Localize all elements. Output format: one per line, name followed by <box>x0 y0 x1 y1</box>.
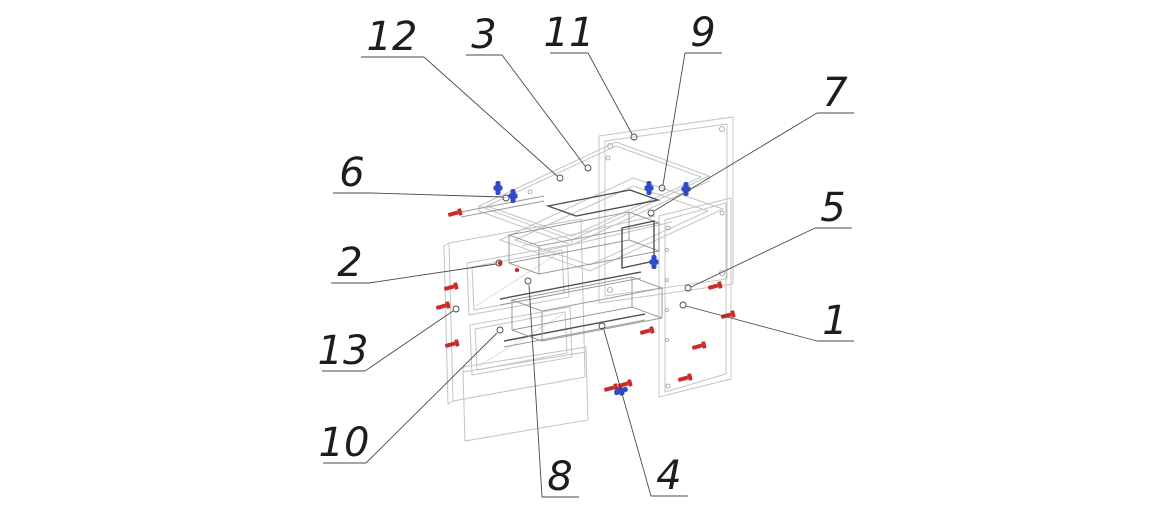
part-label: 13 <box>318 328 369 374</box>
leader-terminator <box>524 277 532 285</box>
screw-icon <box>677 373 693 384</box>
screw-icon <box>435 301 451 312</box>
leader-terminator <box>556 174 564 182</box>
leader-terminator <box>584 164 592 172</box>
leader-terminator <box>647 209 655 217</box>
part-label: 4 <box>656 453 681 499</box>
part-label: 8 <box>547 454 572 500</box>
top-rails <box>460 195 545 218</box>
callout-13: 13 <box>318 305 460 374</box>
leader-line <box>423 56 558 177</box>
leader-line <box>370 192 504 198</box>
callout-10: 10 <box>319 326 504 466</box>
leader-line <box>685 305 818 342</box>
screw-icon <box>443 282 459 293</box>
part-label: 9 <box>690 10 715 56</box>
carcass-top-frame <box>498 177 725 272</box>
callout-1: 1 <box>679 298 854 344</box>
leader-terminator <box>496 326 504 334</box>
screw-icon <box>707 281 723 292</box>
part-label: 7 <box>822 70 848 116</box>
leader-terminator <box>684 284 692 292</box>
drawer-slides <box>499 271 646 348</box>
cross-rail <box>545 189 661 217</box>
leader-line <box>690 227 816 288</box>
leader-line <box>364 310 454 372</box>
leader-terminator <box>630 133 638 141</box>
callout-4: 4 <box>598 322 688 499</box>
screw-icon <box>514 267 520 273</box>
leader-line <box>587 52 633 135</box>
leader-line <box>528 284 543 498</box>
leader-terminator <box>452 305 460 313</box>
part-label: 11 <box>544 10 595 56</box>
leader-line <box>662 52 686 186</box>
callout-5: 5 <box>684 185 852 292</box>
leader-terminator <box>658 184 666 192</box>
callout-12: 12 <box>361 14 564 182</box>
drawer-opening-upper <box>466 244 570 316</box>
leader-terminator <box>495 259 503 267</box>
callout-2: 2 <box>331 240 503 286</box>
screw-icon <box>497 260 503 266</box>
part-label: 3 <box>471 12 496 58</box>
right-side-panel <box>658 197 732 398</box>
part-label: 6 <box>339 150 364 196</box>
callout-11: 11 <box>544 10 638 141</box>
callout-7: 7 <box>647 70 854 217</box>
drawer-opening-lower <box>469 306 573 376</box>
cam-lock-icon <box>493 181 503 195</box>
part-label: 2 <box>337 240 362 286</box>
cam-lock-icon <box>649 255 659 269</box>
callout-9: 9 <box>658 10 722 192</box>
back-panel <box>598 116 734 304</box>
bottom-front-panel <box>462 346 589 442</box>
leader-terminator <box>502 194 510 202</box>
callout-8: 8 <box>524 277 579 500</box>
leader-line <box>653 112 818 212</box>
part-label: 1 <box>822 298 847 344</box>
callout-6: 6 <box>333 150 510 202</box>
leader-line <box>603 329 652 497</box>
screw-icon <box>691 341 707 352</box>
screw-icon <box>447 208 463 219</box>
lower-drawer-box <box>510 276 664 342</box>
leader-terminator <box>598 322 606 330</box>
part-label: 5 <box>820 185 845 231</box>
callout-3: 3 <box>466 12 592 172</box>
part-label: 10 <box>319 420 370 466</box>
leader-line <box>365 332 498 464</box>
leader-line <box>501 54 586 167</box>
leader-line <box>368 263 497 284</box>
leader-terminator <box>679 301 687 309</box>
connector-bracket <box>621 220 655 269</box>
part-label: 12 <box>367 14 418 60</box>
screw-icon <box>639 326 655 337</box>
